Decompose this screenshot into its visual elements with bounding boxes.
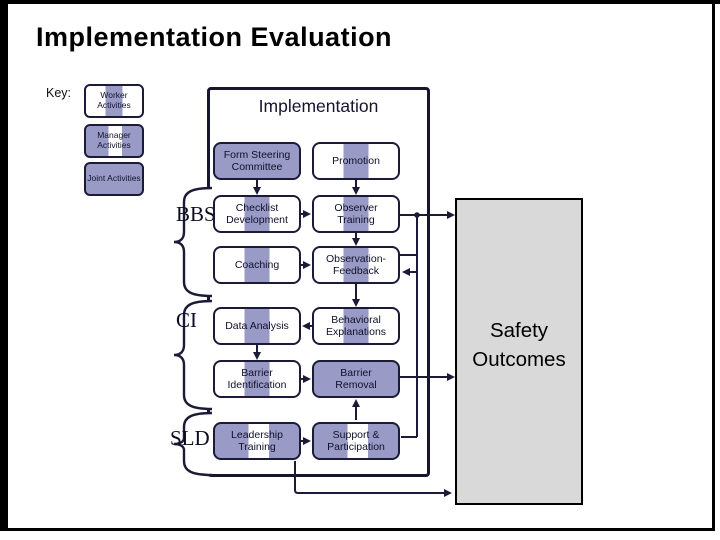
group-label-bbs: BBS [176, 202, 216, 226]
node-behavioral-explanations: Behavioral Explanations [312, 307, 400, 345]
group-brace-sld [173, 411, 213, 477]
node-promotion: Promotion [312, 142, 400, 180]
node-observation-feedback: Observation-Feedback [312, 246, 400, 284]
connector-lines [256, 178, 447, 494]
node-coaching: Coaching [213, 246, 301, 284]
connector-arrowheads [253, 187, 455, 497]
group-brace-ci [173, 299, 213, 411]
slide-frame-right [712, 0, 715, 531]
junction-dot [414, 212, 420, 218]
safety-outcomes-box: Safety Outcomes [455, 198, 583, 505]
node-leadership-training: Leadership Training [213, 422, 301, 460]
node-checklist-development: Checklist Development [213, 195, 301, 233]
key-item-joint-activities: Joint Activities [84, 162, 144, 196]
slide-frame-left [0, 0, 8, 531]
node-observer-training: Observer Training [312, 195, 400, 233]
node-form-steering-committee: Form Steering Committee [213, 142, 301, 180]
key-item-worker-activities: Worker Activities [84, 84, 144, 118]
group-label-ci: CI [176, 308, 197, 332]
node-barrier-removal: Barrier Removal [312, 360, 400, 398]
implementation-title: Implementation [258, 96, 379, 116]
node-data-analysis: Data Analysis [213, 307, 301, 345]
key-item-manager-activities: Manager Activities [84, 124, 144, 158]
node-support-participation: Support & Participation [312, 422, 400, 460]
group-label-sld: SLD [170, 426, 210, 450]
group-brace-bbs [173, 186, 213, 298]
slide-frame-top [0, 0, 720, 4]
slide-title: Implementation Evaluation [36, 22, 393, 52]
node-barrier-identification: Barrier Identification [213, 360, 301, 398]
key-label: Key: [46, 86, 72, 100]
slide-frame-bottom [0, 528, 715, 531]
